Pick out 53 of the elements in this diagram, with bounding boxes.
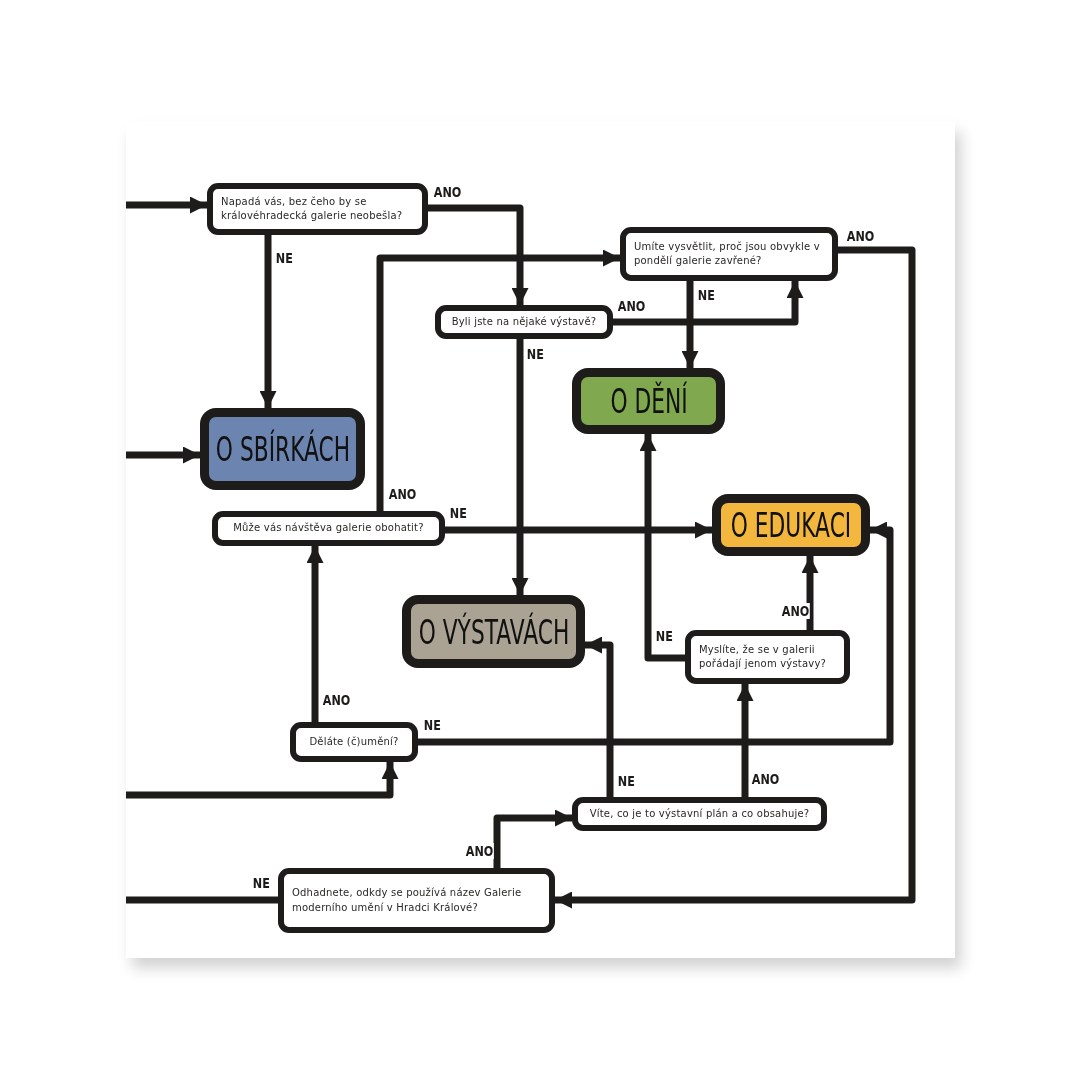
arrow [639,434,685,662]
arrow [801,556,819,630]
question-text: Děláte (č)umění? [308,734,400,749]
edge-label: NE [697,287,716,303]
question-text: Umíte vysvětlit, proč jsou obvykle v pondělí galerie zavřené? [633,239,821,268]
arrow [555,246,916,909]
arrow [428,204,529,305]
edge-label: NE [655,628,674,644]
question-box [685,630,850,684]
question-text: Byli jste na nějaké výstavě? [450,314,598,329]
topic-box [200,408,365,490]
edge-label: NE [617,773,636,789]
edge-label: NE [252,875,271,891]
edge-label: ANO [433,184,463,200]
edge-label: ANO [388,486,418,502]
question-box [290,722,418,762]
question-box [620,227,838,281]
arrow [493,809,572,868]
question-box [435,305,613,339]
edge-label: ANO [465,843,495,859]
edge-label: ANO [781,603,811,619]
question-box [212,511,445,546]
edge-label: NE [423,717,442,733]
arrow [376,249,620,511]
topic-heading: O EDUKACI [730,508,852,542]
edge-label: ANO [751,771,781,787]
question-text: Myslíte, že se v galerii pořádají jenom výstavy? [698,642,828,671]
question-box [278,868,555,933]
question-text: Odhadnete, odkdy se používá název Galerie moderního umění v Hradci Králové? [291,886,523,915]
question-text: Víte, co je to výstavní plán a co obsahuje? [588,806,811,821]
question-text: Může vás návštěva galerie obohatit? [232,521,425,536]
arrow [585,636,614,797]
question-box [572,797,827,831]
arrow [736,684,754,797]
arrow [445,521,712,539]
edge-label: NE [449,505,468,521]
question-text: Napadá vás, bez čeho by se královéhradecká galerie neobešla? [220,194,404,223]
arrow [511,339,529,595]
edge-label: ANO [617,298,647,314]
arrow [418,521,894,746]
edge-label: ANO [846,228,876,244]
arrow [681,281,699,368]
arrow [306,546,324,722]
question-box [207,183,428,235]
edge-label: NE [275,250,294,266]
arrow [259,235,277,408]
topic-box [572,368,725,434]
arrow [613,281,804,326]
topic-heading: O VÝSTAVÁCH [418,614,569,649]
edge-label: NE [526,346,545,362]
topic-box [712,494,870,556]
topic-box [402,595,585,668]
edge-label: ANO [322,692,352,708]
